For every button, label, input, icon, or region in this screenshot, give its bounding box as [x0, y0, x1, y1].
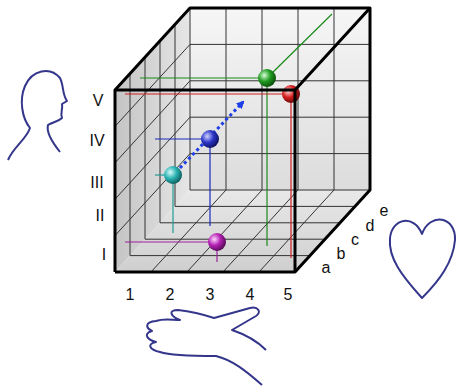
grid-line — [115, 117, 190, 199]
grid-line — [160, 41, 161, 223]
axis-label: II — [96, 208, 105, 224]
purple-sphere — [208, 233, 226, 251]
head-icon — [8, 71, 67, 160]
grid-line — [187, 190, 262, 272]
axis-label: d — [366, 218, 375, 234]
axis-label: I — [102, 247, 106, 263]
guide-lines — [125, 14, 356, 262]
hand-icon — [147, 308, 266, 385]
grid-line — [262, 8, 263, 190]
cube-outline — [294, 90, 297, 272]
axis-label: e — [380, 203, 389, 219]
blue-guide — [209, 139, 210, 226]
green-guide — [140, 77, 267, 78]
grid-line — [190, 8, 191, 190]
axis-label: c — [351, 232, 359, 248]
axis-label: 2 — [166, 287, 175, 303]
cube-outline — [115, 8, 370, 272]
blue-sphere — [201, 130, 219, 148]
grid-line — [334, 8, 335, 190]
grid-line — [130, 255, 310, 256]
red-guide — [290, 94, 291, 258]
grid-line — [190, 190, 370, 191]
axis-label: IV — [89, 133, 104, 149]
grid-line — [190, 80, 370, 81]
grid-line — [145, 57, 146, 239]
grid-line — [175, 206, 355, 207]
green-sphere — [258, 69, 276, 87]
grid-line — [115, 81, 190, 163]
grid-line — [145, 239, 325, 240]
axis-label: b — [337, 246, 346, 262]
axis-label: 4 — [246, 287, 255, 303]
red-guide — [125, 93, 291, 94]
axis-label: 5 — [284, 287, 293, 303]
cube-outline — [115, 8, 370, 272]
dotted-arrow — [180, 102, 243, 168]
grid-line — [190, 153, 370, 154]
grid-line — [226, 8, 227, 190]
cube-outline — [115, 8, 370, 90]
axis-label: V — [93, 93, 104, 109]
axis-label: 1 — [126, 287, 135, 303]
grid-line — [160, 222, 340, 223]
teal-sphere — [164, 166, 182, 184]
grid-line — [190, 44, 370, 45]
grid-line — [130, 74, 131, 256]
grid-line — [115, 44, 190, 126]
grid-line — [223, 190, 298, 272]
grid-lines — [115, 8, 370, 272]
purple-guide — [125, 241, 217, 242]
green-guide — [266, 78, 267, 246]
green-guide — [267, 14, 332, 78]
heart-icon — [390, 220, 455, 298]
grid-line — [151, 190, 226, 272]
axis-label: III — [90, 175, 103, 191]
axis-label: 3 — [206, 287, 215, 303]
axis-label: a — [322, 260, 331, 276]
grid-line — [190, 117, 370, 118]
